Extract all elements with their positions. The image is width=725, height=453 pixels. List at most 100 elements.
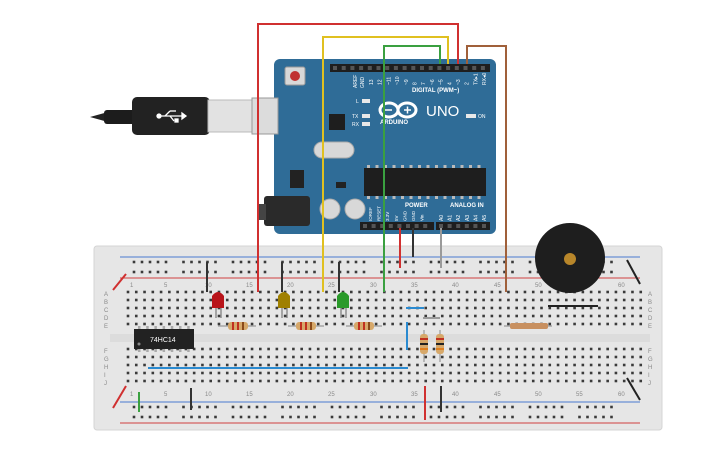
header-hole[interactable] bbox=[411, 66, 416, 70]
breadboard-hole[interactable] bbox=[316, 322, 320, 326]
breadboard-hole[interactable] bbox=[292, 298, 295, 302]
breadboard-hole[interactable] bbox=[267, 355, 270, 359]
breadboard-hole[interactable] bbox=[250, 355, 254, 359]
wires[interactable] bbox=[112, 23, 641, 420]
breadboard-hole[interactable] bbox=[449, 314, 452, 318]
breadboard-hole[interactable] bbox=[383, 379, 386, 383]
rail-hole[interactable] bbox=[560, 415, 564, 419]
breadboard-hole[interactable] bbox=[449, 355, 452, 359]
led-green[interactable] bbox=[337, 292, 349, 318]
breadboard-hole[interactable] bbox=[126, 371, 130, 375]
breadboard-hole[interactable] bbox=[490, 290, 494, 294]
breadboard-hole[interactable] bbox=[341, 322, 345, 326]
breadboard-hole[interactable] bbox=[407, 379, 411, 383]
breadboard-hole[interactable] bbox=[325, 290, 328, 294]
breadboard-hole[interactable] bbox=[457, 322, 461, 326]
breadboard-hole[interactable] bbox=[275, 363, 279, 367]
breadboard-hole[interactable] bbox=[275, 314, 279, 318]
breadboard-hole[interactable] bbox=[523, 298, 527, 302]
breadboard-hole[interactable] bbox=[399, 379, 403, 383]
breadboard-hole[interactable] bbox=[622, 363, 626, 367]
breadboard-hole[interactable] bbox=[424, 298, 428, 302]
rail-hole[interactable] bbox=[198, 415, 201, 419]
breadboard-hole[interactable] bbox=[242, 355, 246, 359]
breadboard-hole[interactable] bbox=[490, 347, 494, 351]
breadboard-hole[interactable] bbox=[465, 314, 469, 318]
breadboard-hole[interactable] bbox=[598, 355, 601, 359]
breadboard-hole[interactable] bbox=[143, 298, 146, 302]
breadboard-hole[interactable] bbox=[184, 379, 188, 383]
rail-hole[interactable] bbox=[247, 415, 251, 419]
breadboard-hole[interactable] bbox=[300, 306, 303, 310]
breadboard-hole[interactable] bbox=[407, 371, 411, 375]
breadboard-hole[interactable] bbox=[606, 371, 609, 375]
header-hole[interactable] bbox=[371, 224, 376, 228]
rail-hole[interactable] bbox=[479, 405, 482, 409]
breadboard-hole[interactable] bbox=[432, 322, 436, 326]
breadboard-hole[interactable] bbox=[391, 306, 394, 310]
breadboard-hole[interactable] bbox=[283, 347, 287, 351]
breadboard-hole[interactable] bbox=[407, 298, 411, 302]
breadboard-hole[interactable] bbox=[300, 371, 303, 375]
breadboard-hole[interactable] bbox=[168, 355, 171, 359]
breadboard-hole[interactable] bbox=[407, 290, 411, 294]
breadboard-hole[interactable] bbox=[598, 314, 601, 318]
rail-hole[interactable] bbox=[164, 270, 168, 274]
breadboard-hole[interactable] bbox=[225, 322, 229, 326]
header-hole[interactable] bbox=[376, 66, 381, 70]
header-hole[interactable] bbox=[414, 224, 419, 228]
rail-hole[interactable] bbox=[495, 405, 498, 409]
breadboard-hole[interactable] bbox=[482, 363, 485, 367]
breadboard-hole[interactable] bbox=[201, 379, 204, 383]
breadboard-hole[interactable] bbox=[606, 355, 609, 359]
breadboard-hole[interactable] bbox=[126, 379, 130, 383]
breadboard-hole[interactable] bbox=[540, 290, 543, 294]
breadboard-hole[interactable] bbox=[565, 371, 568, 375]
resistor-v1[interactable] bbox=[420, 330, 428, 362]
breadboard-hole[interactable] bbox=[424, 355, 428, 359]
breadboard-hole[interactable] bbox=[126, 314, 130, 318]
rail-hole[interactable] bbox=[338, 405, 342, 409]
breadboard-hole[interactable] bbox=[498, 306, 502, 310]
breadboard-hole[interactable] bbox=[606, 290, 609, 294]
breadboard-hole[interactable] bbox=[631, 290, 634, 294]
breadboard-hole[interactable] bbox=[325, 371, 328, 375]
breadboard-hole[interactable] bbox=[325, 347, 328, 351]
breadboard-hole[interactable] bbox=[639, 347, 643, 351]
rail-hole[interactable] bbox=[552, 415, 556, 419]
breadboard-hole[interactable] bbox=[465, 363, 469, 367]
breadboard-hole[interactable] bbox=[565, 314, 568, 318]
rail-hole[interactable] bbox=[445, 415, 449, 419]
breadboard-hole[interactable] bbox=[292, 314, 295, 318]
rail-hole[interactable] bbox=[346, 405, 350, 409]
breadboard-hole[interactable] bbox=[234, 290, 237, 294]
rail-hole[interactable] bbox=[479, 415, 482, 419]
breadboard-hole[interactable] bbox=[474, 363, 477, 367]
rail-hole[interactable] bbox=[214, 415, 217, 419]
breadboard-hole[interactable] bbox=[631, 314, 634, 318]
breadboard-hole[interactable] bbox=[457, 347, 461, 351]
breadboard-hole[interactable] bbox=[424, 290, 428, 294]
breadboard-hole[interactable] bbox=[209, 347, 212, 351]
breadboard-hole[interactable] bbox=[407, 314, 411, 318]
header-hole[interactable] bbox=[367, 66, 372, 70]
breadboard-hole[interactable] bbox=[482, 298, 485, 302]
breadboard-hole[interactable] bbox=[490, 322, 494, 326]
breadboard-hole[interactable] bbox=[192, 290, 196, 294]
breadboard-hole[interactable] bbox=[349, 371, 353, 375]
breadboard-hole[interactable] bbox=[606, 379, 609, 383]
breadboard-hole[interactable] bbox=[498, 314, 502, 318]
breadboard-hole[interactable] bbox=[391, 298, 394, 302]
breadboard-hole[interactable] bbox=[631, 371, 634, 375]
breadboard-hole[interactable] bbox=[333, 298, 337, 302]
breadboard-hole[interactable] bbox=[614, 306, 618, 310]
breadboard-hole[interactable] bbox=[432, 290, 436, 294]
header-hole[interactable] bbox=[420, 66, 424, 70]
breadboard-hole[interactable] bbox=[267, 314, 270, 318]
breadboard-hole[interactable] bbox=[407, 355, 411, 359]
breadboard-hole[interactable] bbox=[622, 379, 626, 383]
breadboard-hole[interactable] bbox=[556, 298, 560, 302]
breadboard-hole[interactable] bbox=[217, 371, 221, 375]
rail-hole[interactable] bbox=[148, 405, 152, 409]
rail-hole[interactable] bbox=[536, 415, 540, 419]
